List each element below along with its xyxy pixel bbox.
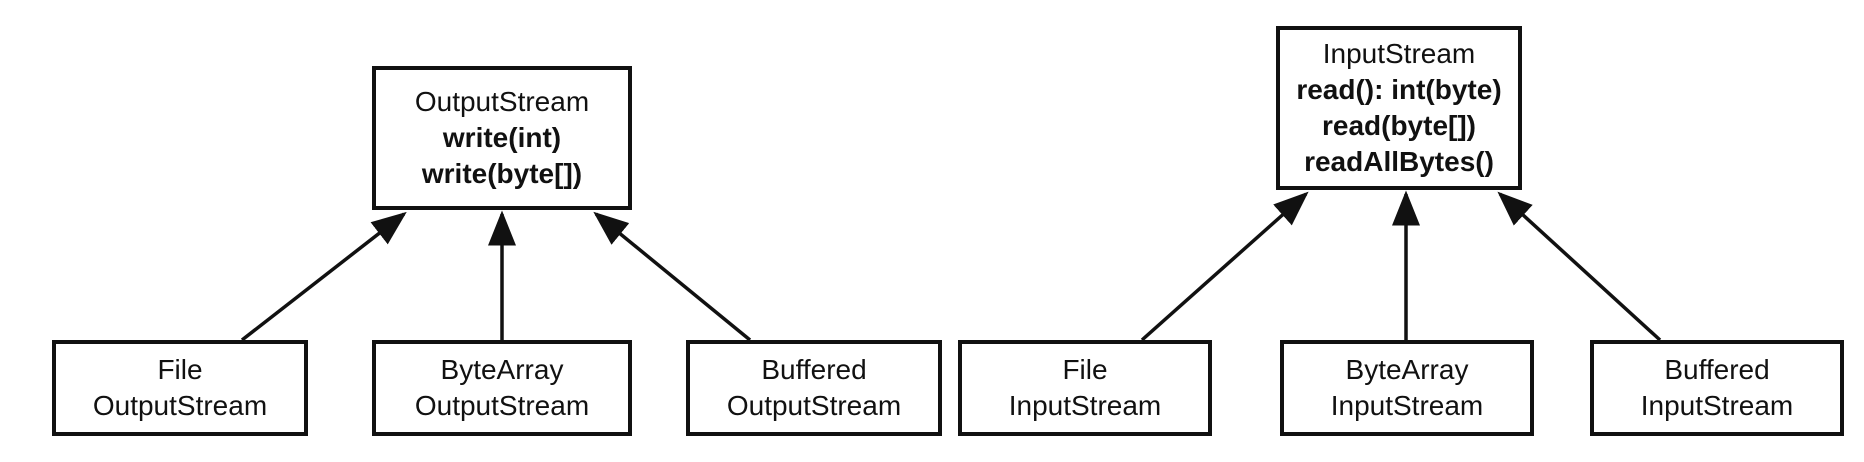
inputstream-method: read(byte[]) [1321,110,1476,141]
outputstream-title: OutputStream [414,86,590,117]
arrow-buffered-outputstream [593,211,752,342]
bytearray-outputstream-box: ByteArray OutputStream [372,340,632,436]
class-name-line: ByteArray [440,354,564,385]
file-inputstream-box: File InputStream [958,340,1212,436]
arrow-file-outputstream [240,211,407,342]
outputstream-method: write(int) [442,122,562,153]
class-name-line: File [1062,354,1108,385]
class-name-line: Buffered [761,354,867,385]
class-name-line: OutputStream [726,390,902,421]
buffered-inputstream-box: Buffered InputStream [1590,340,1844,436]
file-outputstream-box: File OutputStream [52,340,308,436]
arrow-buffered-inputstream [1497,191,1662,342]
class-name-line: InputStream [1330,390,1484,421]
class-name-line: OutputStream [414,390,590,421]
inputstream-method: read(): int(byte) [1296,74,1502,105]
inputstream-class-box: InputStream read(): int(byte) read(byte[… [1276,26,1522,190]
class-name-line: InputStream [1640,390,1794,421]
inputstream-method: readAllBytes() [1304,146,1494,177]
bytearray-inputstream-box: ByteArray InputStream [1280,340,1534,436]
class-name-line: File [157,354,203,385]
inputstream-title: InputStream [1322,38,1476,69]
class-name-line: ByteArray [1345,354,1469,385]
class-name-line: Buffered [1664,354,1770,385]
outputstream-method: write(byte[]) [421,158,583,189]
outputstream-class-box: OutputStream write(int) write(byte[]) [372,66,632,210]
class-name-line: InputStream [1008,390,1162,421]
arrow-file-inputstream [1140,191,1309,342]
class-name-line: OutputStream [92,390,268,421]
buffered-outputstream-box: Buffered OutputStream [686,340,942,436]
